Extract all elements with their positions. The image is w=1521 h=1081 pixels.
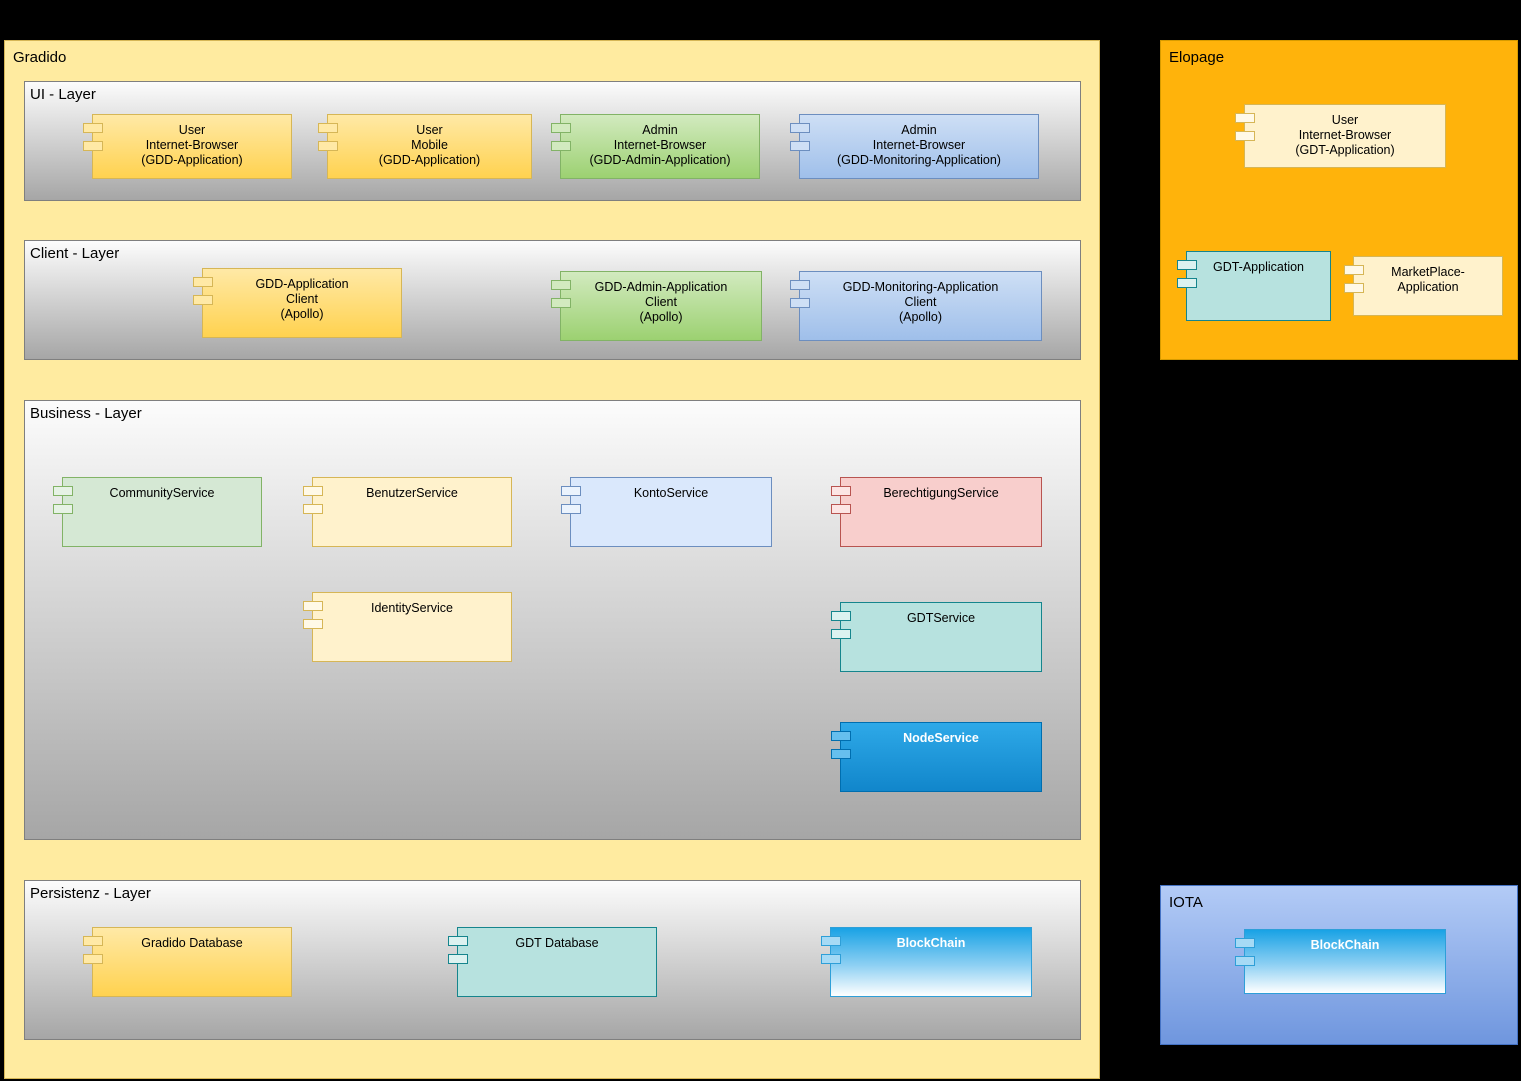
uml-component-tab-icon: [790, 280, 810, 290]
component-user-internet-browser-gdd-application: User Internet-Browser (GDD-Application): [83, 114, 292, 179]
uml-component-tab-icon: [53, 486, 73, 496]
component-marketplace-application: MarketPlace- Application: [1344, 256, 1503, 316]
uml-component-tab-icon: [1235, 113, 1255, 123]
uml-component-tab-icon: [551, 123, 571, 133]
uml-component-tab-icon: [303, 601, 323, 611]
uml-component-tab-icon: [303, 486, 323, 496]
uml-component-tab-icon: [1235, 956, 1255, 966]
component-gdd-monitoring-application-client: GDD-Monitoring-Application Client (Apoll…: [790, 271, 1042, 341]
uml-component-tab-icon: [790, 123, 810, 133]
uml-component-tab-icon: [83, 936, 103, 946]
client-layer-title: Client - Layer: [30, 245, 120, 262]
uml-component-tab-icon: [790, 141, 810, 151]
business-layer: Business - Layer CommunityService Benutz…: [24, 400, 1081, 840]
component-label: BlockChain: [896, 936, 966, 950]
elopage-container: Elopage User Internet-Browser (GDT-Appli…: [1160, 40, 1518, 360]
business-layer-title: Business - Layer: [30, 405, 142, 422]
component-kontoservice: KontoService: [561, 477, 772, 547]
component-user-internet-browser-gdt-application: User Internet-Browser (GDT-Application): [1235, 104, 1446, 168]
uml-component-tab-icon: [83, 954, 103, 964]
uml-component-tab-icon: [83, 123, 103, 133]
uml-component-tab-icon: [1177, 260, 1197, 270]
component-gdd-application-client: GDD-Application Client (Apollo): [193, 268, 402, 338]
component-benutzerservice: BenutzerService: [303, 477, 512, 547]
component-label: GDD-Application Client (Apollo): [255, 277, 349, 321]
component-label: User Mobile (GDD-Application): [378, 123, 481, 167]
uml-component-tab-icon: [1235, 938, 1255, 948]
iota-container: IOTA BlockChain: [1160, 885, 1518, 1045]
component-nodeservice: NodeService: [831, 722, 1042, 792]
uml-component-tab-icon: [551, 141, 571, 151]
component-gdt-database: GDT Database: [448, 927, 657, 997]
uml-component-tab-icon: [448, 954, 468, 964]
component-label: BenutzerService: [366, 486, 458, 500]
uml-component-tab-icon: [561, 486, 581, 496]
uml-component-tab-icon: [1235, 131, 1255, 141]
uml-component-tab-icon: [831, 486, 851, 496]
component-identityservice: IdentityService: [303, 592, 512, 662]
component-label: GDD-Admin-Application Client (Apollo): [594, 280, 728, 324]
uml-component-tab-icon: [821, 954, 841, 964]
uml-component-tab-icon: [303, 504, 323, 514]
uml-component-tab-icon: [318, 123, 338, 133]
client-layer: Client - Layer GDD-Application Client (A…: [24, 240, 1081, 360]
ui-layer: UI - Layer User Internet-Browser (GDD-Ap…: [24, 81, 1081, 201]
component-admin-internet-browser-gdd-monitoring-application: Admin Internet-Browser (GDD-Monitoring-A…: [790, 114, 1039, 179]
component-admin-internet-browser-gdd-admin-application: Admin Internet-Browser (GDD-Admin-Applic…: [551, 114, 760, 179]
component-label: GDD-Monitoring-Application Client (Apoll…: [842, 280, 999, 324]
uml-component-tab-icon: [551, 280, 571, 290]
uml-component-tab-icon: [53, 504, 73, 514]
uml-component-tab-icon: [821, 936, 841, 946]
component-label: Admin Internet-Browser (GDD-Monitoring-A…: [837, 123, 1001, 167]
uml-component-tab-icon: [193, 277, 213, 287]
component-label: GDTService: [906, 611, 976, 625]
elopage-title: Elopage: [1169, 49, 1225, 66]
component-label: IdentityService: [371, 601, 453, 615]
uml-component-tab-icon: [318, 141, 338, 151]
component-label: User Internet-Browser (GDD-Application): [141, 123, 243, 167]
uml-component-tab-icon: [831, 611, 851, 621]
ui-layer-title: UI - Layer: [30, 86, 96, 103]
component-label: GDT-Application: [1212, 260, 1304, 274]
gradido-title: Gradido: [13, 49, 67, 66]
component-user-mobile-gdd-application: User Mobile (GDD-Application): [318, 114, 532, 179]
uml-component-tab-icon: [831, 749, 851, 759]
iota-title: IOTA: [1169, 894, 1203, 911]
component-gdt-application: GDT-Application: [1177, 251, 1331, 321]
uml-component-tab-icon: [83, 141, 103, 151]
component-label: BerechtigungService: [883, 486, 999, 500]
persistenz-layer: Persistenz - Layer Gradido Database GDT …: [24, 880, 1081, 1040]
component-label: Gradido Database: [141, 936, 243, 950]
component-label: MarketPlace- Application: [1391, 265, 1465, 294]
uml-component-tab-icon: [551, 298, 571, 308]
gradido-container: Gradido UI - Layer User Internet-Browser…: [4, 40, 1100, 1079]
uml-component-tab-icon: [1177, 278, 1197, 288]
component-blockchain-iota: BlockChain: [1235, 929, 1446, 994]
component-communityservice: CommunityService: [53, 477, 262, 547]
component-label: NodeService: [903, 731, 979, 745]
uml-component-tab-icon: [1344, 265, 1364, 275]
component-label: User Internet-Browser (GDT-Application): [1295, 113, 1395, 157]
component-label: CommunityService: [109, 486, 215, 500]
component-berechtigungservice: BerechtigungService: [831, 477, 1042, 547]
uml-component-tab-icon: [831, 504, 851, 514]
uml-component-tab-icon: [1344, 283, 1364, 293]
component-blockchain-persistenz: BlockChain: [821, 927, 1032, 997]
uml-component-tab-icon: [303, 619, 323, 629]
uml-component-tab-icon: [790, 298, 810, 308]
uml-component-tab-icon: [561, 504, 581, 514]
component-label: GDT Database: [515, 936, 599, 950]
component-label: KontoService: [633, 486, 709, 500]
component-label: Admin Internet-Browser (GDD-Admin-Applic…: [589, 123, 731, 167]
uml-component-tab-icon: [831, 731, 851, 741]
uml-component-tab-icon: [831, 629, 851, 639]
component-gdd-admin-application-client: GDD-Admin-Application Client (Apollo): [551, 271, 762, 341]
component-gradido-database: Gradido Database: [83, 927, 292, 997]
persistenz-layer-title: Persistenz - Layer: [30, 885, 151, 902]
component-label: BlockChain: [1310, 938, 1380, 952]
uml-component-tab-icon: [448, 936, 468, 946]
component-gdtservice: GDTService: [831, 602, 1042, 672]
uml-component-tab-icon: [193, 295, 213, 305]
